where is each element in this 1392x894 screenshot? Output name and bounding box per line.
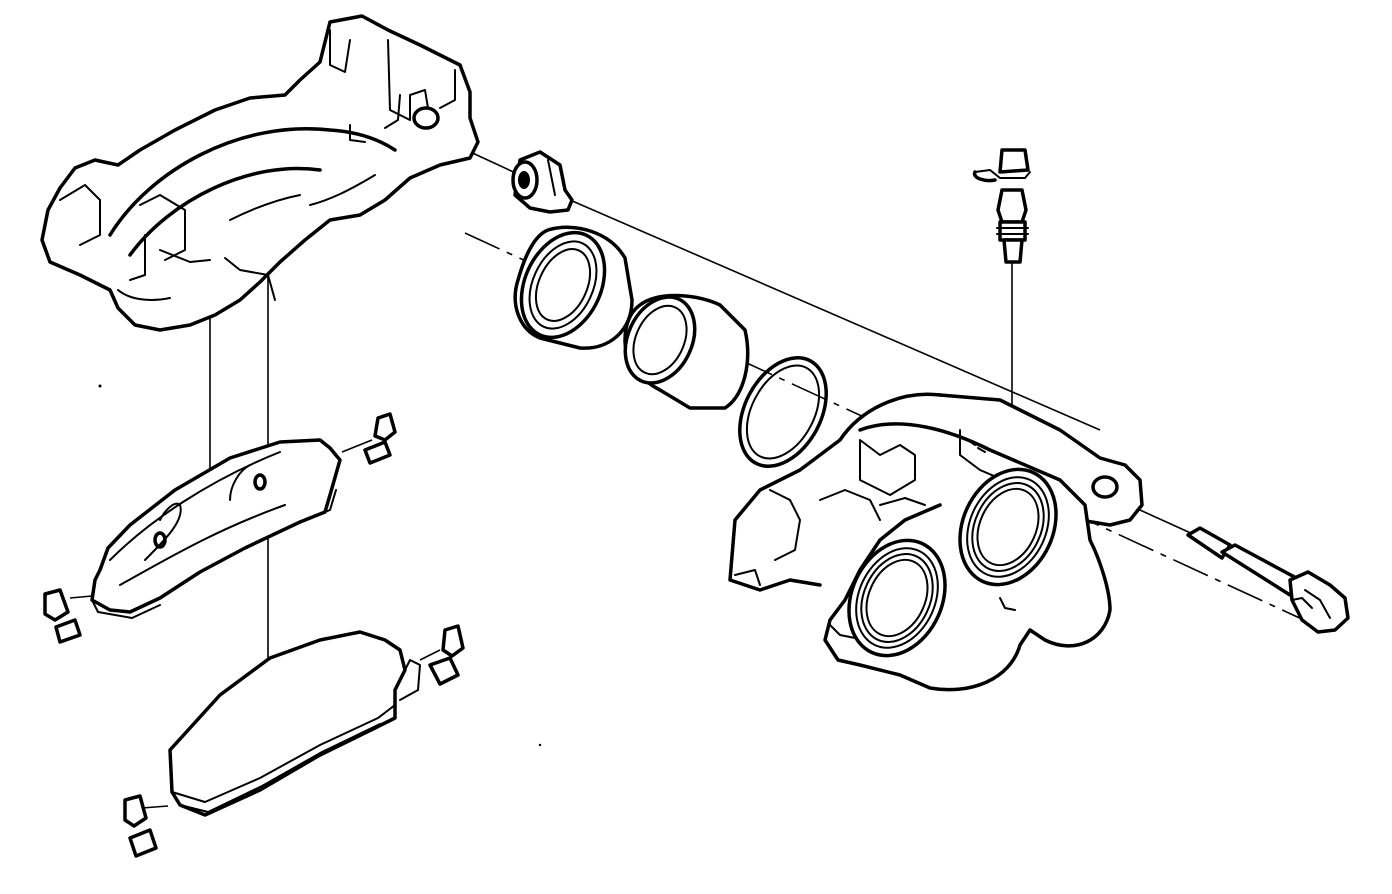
caliper-support-bracket	[40, 14, 480, 332]
guide-pin-bushing	[511, 150, 574, 214]
piston-seal	[738, 356, 828, 468]
stray-dot	[538, 743, 542, 747]
piston	[623, 293, 750, 410]
inner-brake-pad	[90, 438, 342, 619]
bleeder-valve	[972, 148, 1031, 264]
stray-dot	[98, 384, 102, 388]
dust-boot	[513, 225, 634, 350]
guide-pin-bolt	[1186, 526, 1350, 634]
caliper-housing	[728, 392, 1144, 692]
outer-brake-pad	[168, 630, 421, 817]
pad-retainer-clip	[43, 412, 465, 858]
